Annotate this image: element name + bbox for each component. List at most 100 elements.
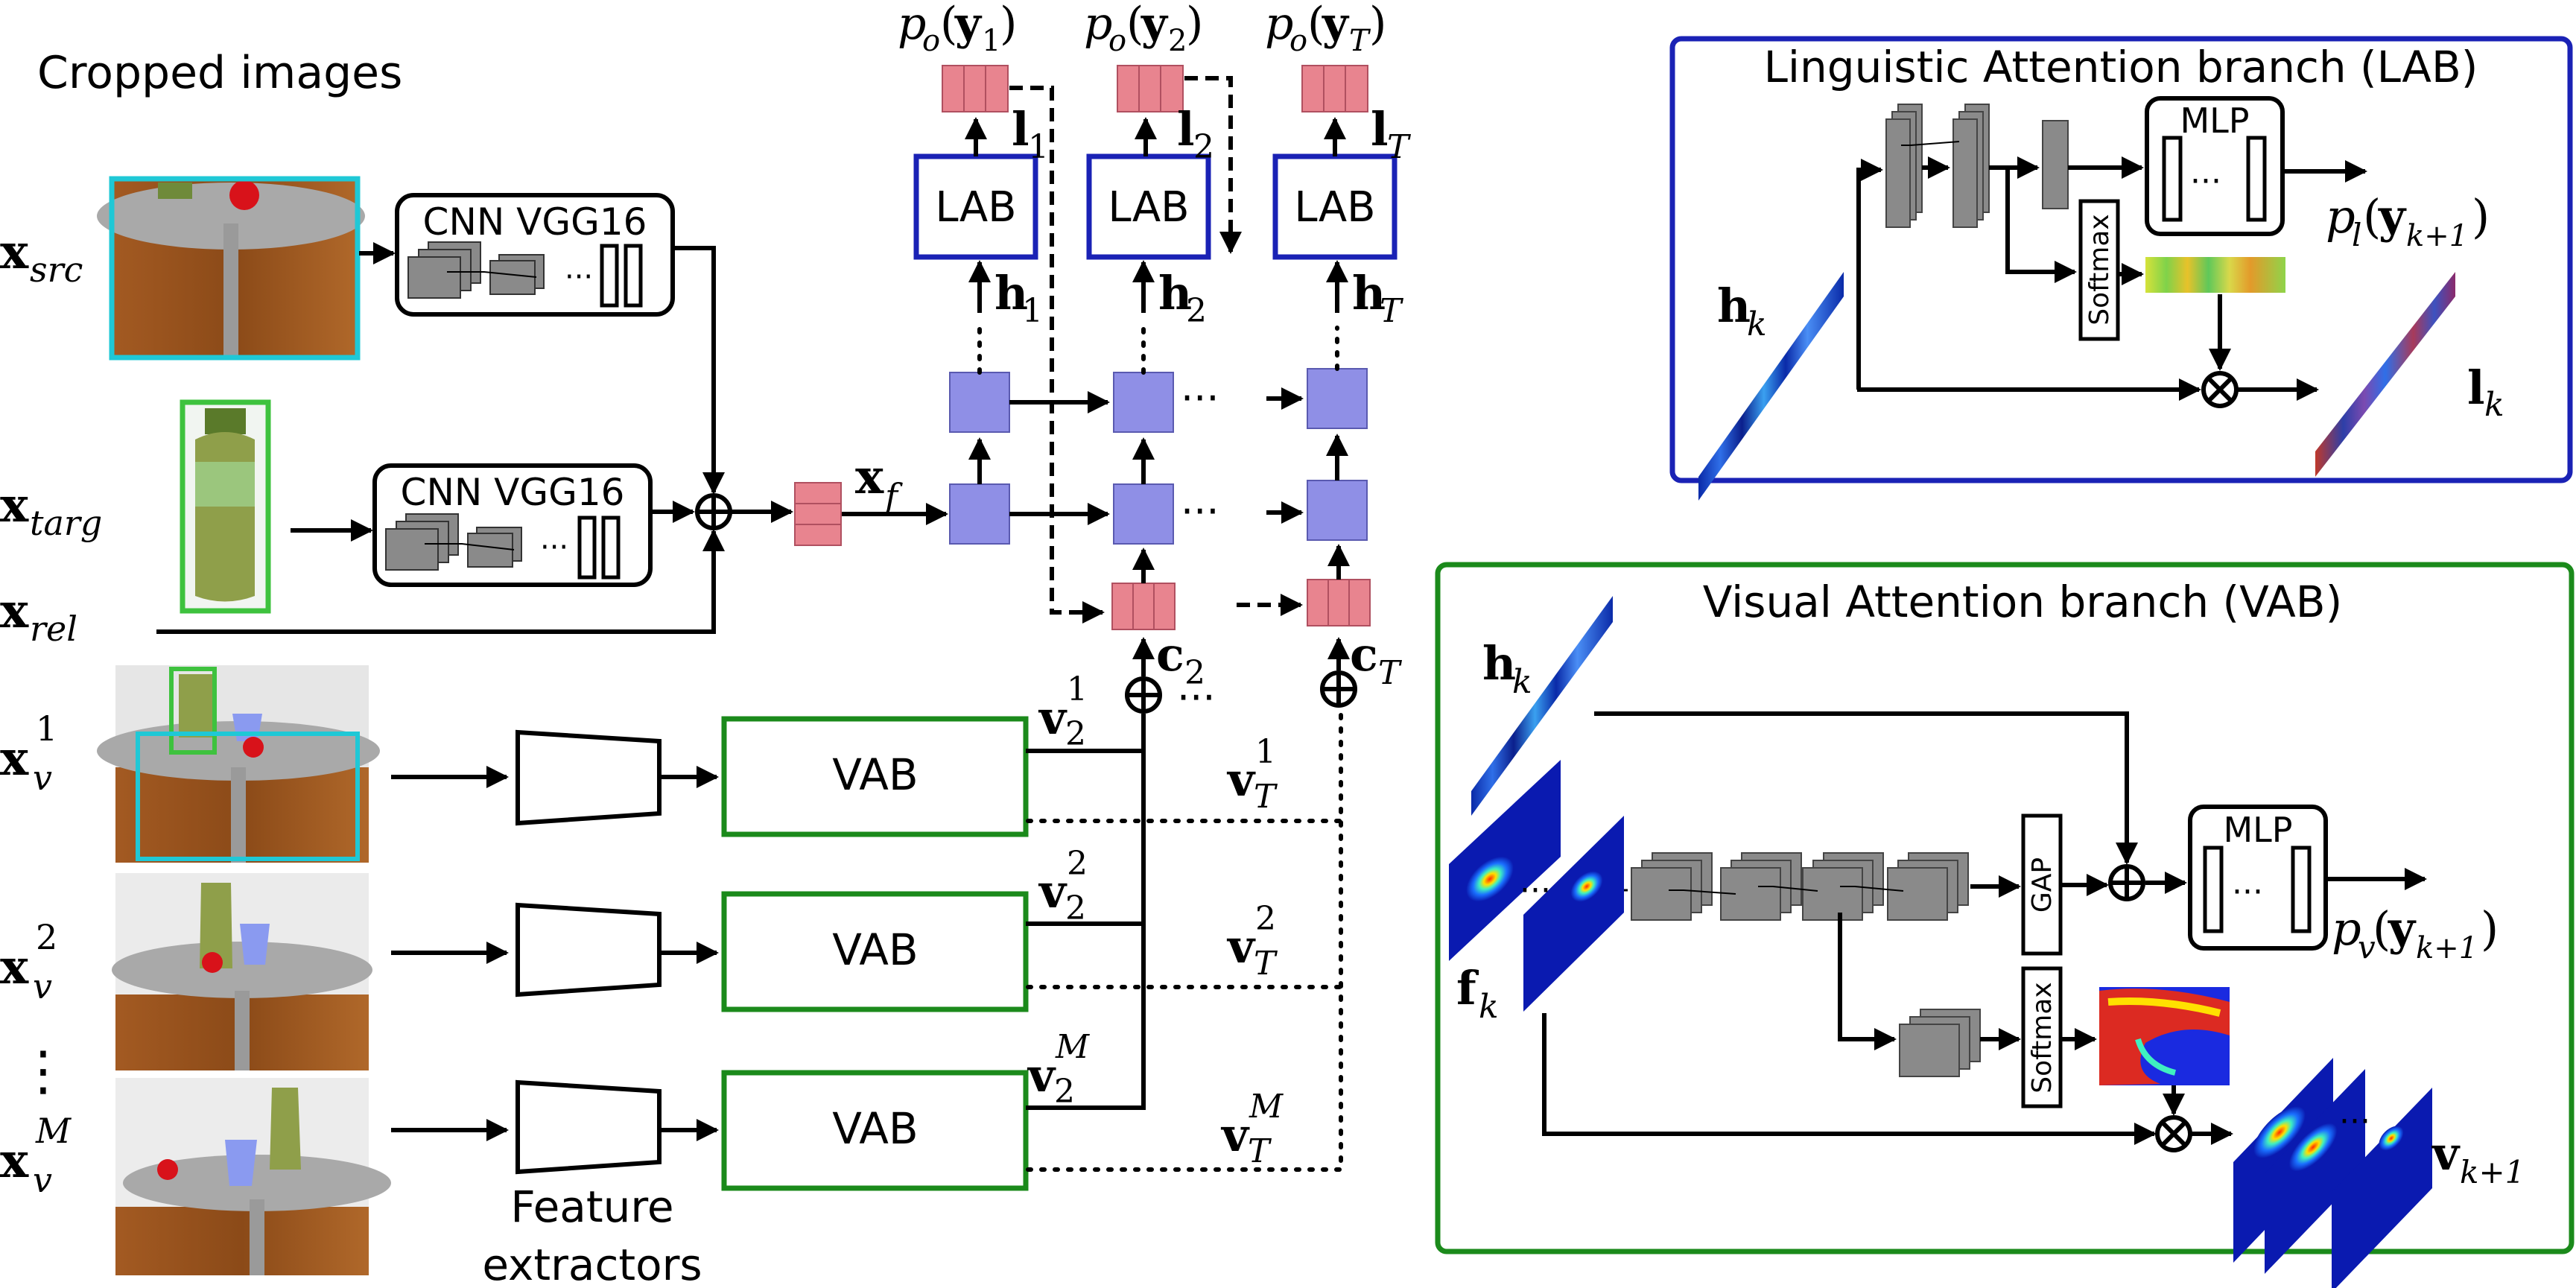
svg-text:(: ( xyxy=(940,0,957,50)
svg-text:k: k xyxy=(1512,663,1532,701)
svg-text:o: o xyxy=(922,24,940,58)
svg-text:CNN VGG16: CNN VGG16 xyxy=(401,471,625,514)
vab-oplus xyxy=(2108,864,2145,901)
svg-text:VAB: VAB xyxy=(832,924,918,975)
svg-text:(: ( xyxy=(2373,901,2391,956)
l2-label: l2 xyxy=(1177,102,1214,166)
svg-text:M: M xyxy=(35,1111,72,1151)
lab-box-T: LAB xyxy=(1272,153,1398,260)
lab-attention-bar xyxy=(2145,257,2285,293)
h2-label: h2 xyxy=(1158,266,1207,330)
po-y1-label: p o ( y 1 ) xyxy=(898,0,1017,58)
lstm-cell-2-2 xyxy=(1113,372,1174,433)
c2-label: c 2 xyxy=(1156,627,1205,692)
view-M-image xyxy=(115,1078,391,1275)
h1-label: h1 xyxy=(994,266,1043,330)
svg-text:k+1: k+1 xyxy=(2406,219,2468,253)
vab-conv-stack-4 xyxy=(1887,852,1969,921)
svg-text:): ) xyxy=(1369,0,1386,50)
svg-text:h: h xyxy=(1352,266,1386,320)
vab-output-maps xyxy=(2233,1058,2432,1288)
svg-text:targ: targ xyxy=(30,503,102,543)
svg-text:src: src xyxy=(30,250,83,290)
svg-text:y: y xyxy=(1141,0,1169,50)
svg-text:1: 1 xyxy=(1067,670,1088,708)
vab-out-ellipsis: ··· xyxy=(2339,1103,2370,1141)
out-vector-1 xyxy=(942,65,1009,112)
svg-text:): ) xyxy=(1000,0,1017,50)
view-1-image xyxy=(97,665,380,863)
svg-text:k+1: k+1 xyxy=(2416,931,2478,965)
svg-text:GAP: GAP xyxy=(2027,857,2058,913)
svg-text:rel: rel xyxy=(30,609,77,649)
vab-otimes xyxy=(2155,1115,2192,1152)
svg-text:c: c xyxy=(1350,627,1378,682)
vab-hk-label: h k xyxy=(1482,636,1532,701)
apple-icon xyxy=(157,1159,178,1180)
svg-text:T: T xyxy=(1248,1132,1272,1170)
lab-pl-label: p l ( y k+1 ) xyxy=(2326,189,2490,253)
lT-label: lT xyxy=(1371,102,1412,166)
svg-text:MLP: MLP xyxy=(2180,101,2249,141)
vab-conv-stack-3 xyxy=(1802,852,1884,921)
vab-maps-ellipsis: ··· xyxy=(1520,872,1551,910)
feature-extractor-2 xyxy=(515,902,662,997)
lstm-ellipsis-top: ··· xyxy=(1181,375,1219,422)
svg-text:2: 2 xyxy=(1255,900,1276,938)
svg-text:v: v xyxy=(33,966,52,1006)
svg-text:MLP: MLP xyxy=(2223,810,2292,850)
xf-feature-vector xyxy=(794,482,842,546)
svg-text:T: T xyxy=(1254,945,1278,983)
svg-text:Visual Attention branch (VAB): Visual Attention branch (VAB) xyxy=(1703,577,2342,627)
svg-text:k: k xyxy=(1747,305,1767,343)
svg-text:1: 1 xyxy=(1028,128,1049,166)
svg-text:): ) xyxy=(1186,0,1203,50)
svg-text:x: x xyxy=(0,1133,29,1189)
svg-text:h: h xyxy=(1482,636,1516,691)
svg-text:v: v xyxy=(1038,864,1067,919)
xf-label: x f xyxy=(855,449,903,516)
vab-conv-stack-1 xyxy=(1631,852,1713,921)
v2-1-label: v 1 2 xyxy=(1038,670,1088,753)
svg-text:LAB: LAB xyxy=(1108,183,1189,232)
lstm-cell-T-1 xyxy=(1307,480,1368,541)
src-crop-image xyxy=(97,176,365,361)
lstm-cell-T-2 xyxy=(1307,368,1368,429)
svg-text:x: x xyxy=(0,583,29,639)
svg-text:l: l xyxy=(2467,361,2485,415)
svg-text:y: y xyxy=(2378,189,2407,244)
lab-hk-stripe xyxy=(1698,272,1844,501)
svg-text:2: 2 xyxy=(1184,654,1205,692)
svg-text:···: ··· xyxy=(565,260,593,294)
svg-text:l: l xyxy=(1371,102,1389,156)
cnn-vgg16-src: CNN VGG16 ··· xyxy=(395,193,675,317)
vab-conv-stack-5 xyxy=(1899,1009,1981,1077)
svg-text:T: T xyxy=(1380,292,1404,330)
svg-text:p: p xyxy=(2326,189,2355,244)
svg-text:v: v xyxy=(33,1160,52,1200)
vab-softmax: Softmax xyxy=(2021,966,2063,1108)
lab-conv-stack-2 xyxy=(1952,104,1990,228)
apple-icon xyxy=(243,737,264,758)
svg-text:T: T xyxy=(1378,654,1403,692)
svg-text:2: 2 xyxy=(1186,292,1207,330)
svg-text:v: v xyxy=(1038,691,1067,745)
l1-label: l1 xyxy=(1012,102,1049,166)
vab-box-1: VAB xyxy=(721,716,1029,837)
svg-text:c: c xyxy=(1156,627,1184,682)
svg-text:l: l xyxy=(1012,102,1030,156)
svg-text:Linguistic Attention branch (L: Linguistic Attention branch (LAB) xyxy=(1764,42,2478,92)
dotted-vabM-to-T xyxy=(1026,713,1343,1172)
svg-text:v: v xyxy=(2431,1126,2461,1181)
lab-otimes xyxy=(2201,371,2239,408)
svg-text:x: x xyxy=(0,224,29,280)
vab-panel: Visual Attention branch (VAB) h k ··· f … xyxy=(1435,562,2575,1288)
svg-text:LAB: LAB xyxy=(935,183,1016,232)
svg-text:f: f xyxy=(1456,961,1479,1015)
vertical-dots: ⋮ xyxy=(16,1039,70,1102)
svg-text:p: p xyxy=(2332,901,2361,956)
vab-box-M: VAB xyxy=(721,1070,1029,1191)
svg-text:v: v xyxy=(1226,752,1256,807)
svg-text:2: 2 xyxy=(1065,715,1086,753)
